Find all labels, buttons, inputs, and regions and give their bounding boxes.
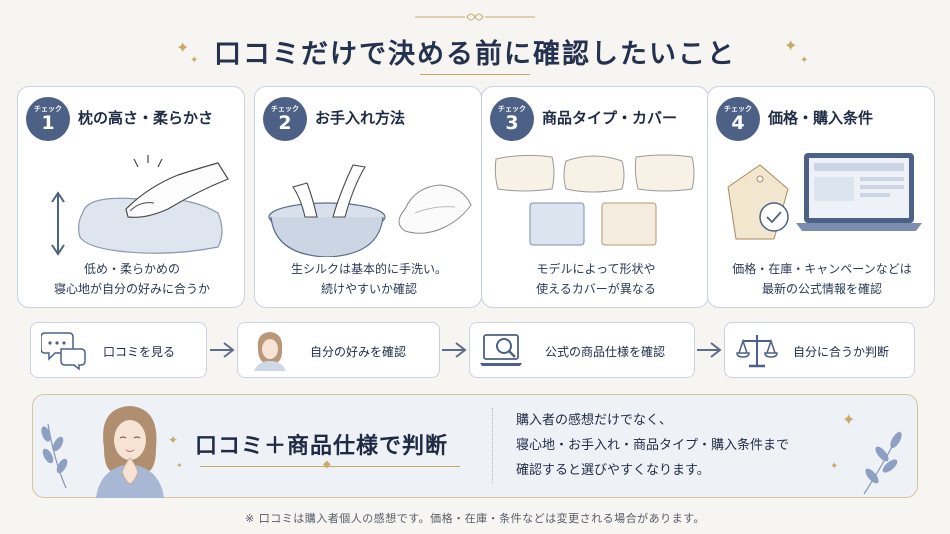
sparkle-icon: ✦ <box>842 410 856 429</box>
badge-number: 4 <box>731 112 745 134</box>
step-label: 自分に合うか判断 <box>793 345 890 359</box>
card-description-line: 最新の公式情報を確認 <box>761 282 882 296</box>
footnote: ※ 口コミは購入者個人の感想です。価格・在庫・条件などは変更される場合があります… <box>244 512 705 525</box>
pillow-press-icon <box>51 155 229 256</box>
sparkle-icon: ✦ <box>800 55 809 66</box>
arrow-right-icon <box>210 342 235 358</box>
price-tag-laptop-icon <box>727 153 922 240</box>
balance-scale-icon <box>736 335 778 368</box>
badge-label: チェック <box>271 105 299 113</box>
diamond-icon: ◆ <box>323 459 331 470</box>
badge-label: チェック <box>724 105 752 113</box>
card-title: 枕の高さ・柔らかさ <box>78 109 214 127</box>
hand-wash-icon <box>268 164 472 257</box>
leaf-branch-icon <box>863 431 902 495</box>
banner-body: 購入者の感想だけでなく、 寝心地・お手入れ・商品タイプ・購入条件まで 確認すると… <box>516 408 816 483</box>
leaf-branch-icon <box>41 423 68 489</box>
card-description: 低め・柔らかめの 寝心地が自分の好みに合うか <box>24 259 240 299</box>
card-description: 価格・在庫・キャンペーンなどは 最新の公式情報を確認 <box>714 259 930 299</box>
arrow-right-icon <box>442 342 467 358</box>
sparkle-icon: ✦ <box>830 461 839 472</box>
banner-divider <box>492 408 493 484</box>
step-label: 口コミを見る <box>103 345 176 359</box>
flow-step-preference: 自分の好みを確認 <box>237 322 440 378</box>
banner-body-line: 購入者の感想だけでなく、 <box>516 413 673 428</box>
flow-step-specs: 公式の商品仕様を確認 <box>469 322 695 378</box>
flow-step-reviews: 口コミを見る <box>30 322 207 378</box>
badge-number: 1 <box>41 112 55 134</box>
card-description-line: 生シルクは基本的に手洗い。 <box>290 262 447 276</box>
banner-underline <box>200 466 460 467</box>
card-title: 価格・購入条件 <box>768 109 874 127</box>
card-description: 生シルクは基本的に手洗い。 続けやすいか確認 <box>261 259 477 299</box>
flow-step-judge: 自分に合うか判断 <box>724 322 915 378</box>
card-description: モデルによって形状や 使えるカバーが異なる <box>488 259 704 299</box>
sparkle-icon: ✦ <box>176 38 190 57</box>
arrow-right-icon <box>697 342 722 358</box>
step-label: 自分の好みを確認 <box>310 345 407 359</box>
step-label: 公式の商品仕様を確認 <box>545 345 666 359</box>
page-title: 口コミだけで決める前に確認したいこと <box>214 39 736 70</box>
card-title: お手入れ方法 <box>315 109 406 127</box>
badge-label: チェック <box>34 105 62 113</box>
pillow-types-icon <box>494 154 695 246</box>
sparkle-icon: ✦ <box>190 55 199 66</box>
sparkle-icon: ✦ <box>168 433 179 447</box>
woman-thinking-icon <box>254 332 286 371</box>
badge-number: 2 <box>278 112 292 134</box>
laptop-magnifier-icon <box>480 334 522 366</box>
card-description-line: 使えるカバーが異なる <box>536 282 656 296</box>
card-description-line: モデルによって形状や <box>536 262 656 276</box>
check-badge: チェック 2 <box>263 97 307 141</box>
summary-banner <box>32 394 918 498</box>
check-card-4: チェック 4 価格・購入条件 価格・在庫・キャンペーンなどは 最新の公式情報を確… <box>707 86 935 308</box>
check-card-1: チェック 1 枕の高さ・柔らかさ 低め・柔らかめの 寝心地が自分の好みに合うか <box>17 86 245 308</box>
badge-label: チェック <box>498 105 526 113</box>
ornament-divider-icon <box>415 13 535 21</box>
check-badge: チェック 4 <box>716 97 760 141</box>
banner-body-line: 確認すると選びやすくなります。 <box>516 463 710 478</box>
badge-number: 3 <box>505 112 519 134</box>
banner-headline: 口コミ＋商品仕様で判断 <box>195 433 449 459</box>
card-description-line: 続けやすいか確認 <box>320 282 417 296</box>
card-title: 商品タイプ・カバー <box>542 109 678 127</box>
banner-body-line: 寝心地・お手入れ・商品タイプ・購入条件まで <box>516 438 790 453</box>
check-badge: チェック 1 <box>26 97 70 141</box>
check-card-3: チェック 3 商品タイプ・カバー モデルによって形状や 使えるカバーが異なる <box>481 86 709 308</box>
card-description-line: 寝心地が自分の好みに合うか <box>53 282 210 296</box>
chat-bubbles-icon <box>41 332 86 371</box>
title-underline <box>420 74 530 75</box>
sparkle-icon: ✦ <box>784 36 798 55</box>
sparkle-icon: ✦ <box>176 461 183 470</box>
check-card-2: チェック 2 お手入れ方法 生シルクは基本的に手洗い。 続けやすいか確認 <box>254 86 482 308</box>
check-badge: チェック 3 <box>490 97 534 141</box>
card-description-line: 価格・在庫・キャンペーンなどは <box>732 262 912 276</box>
woman-praying-icon <box>96 406 164 498</box>
card-description-line: 低め・柔らかめの <box>83 262 180 276</box>
